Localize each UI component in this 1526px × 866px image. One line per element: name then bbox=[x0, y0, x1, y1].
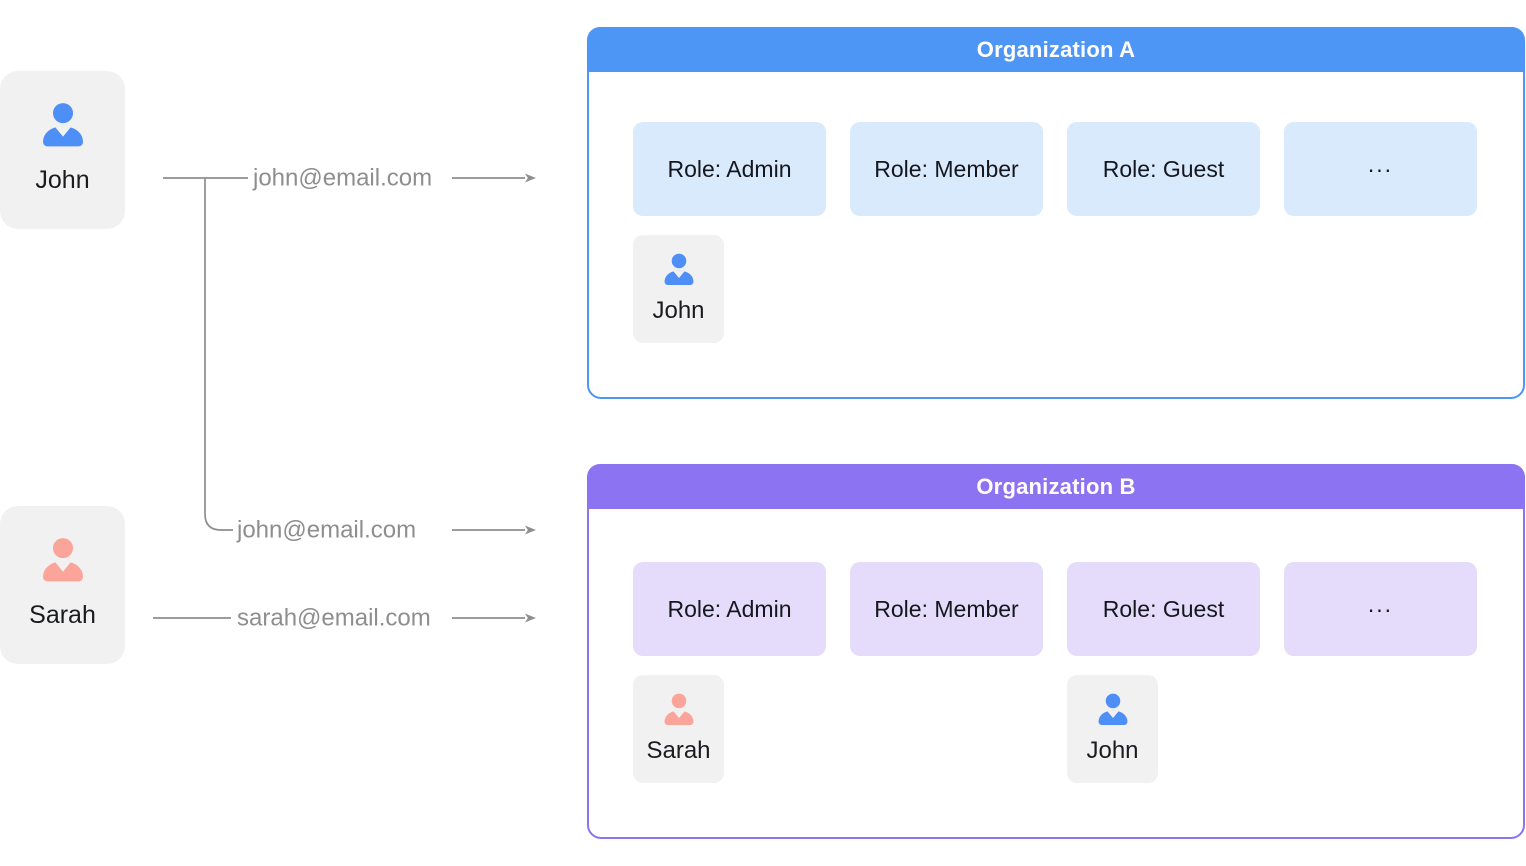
org-a-panel: Organization A Role: Admin Role: Member … bbox=[587, 27, 1525, 399]
role-chip-member: Role: Member bbox=[850, 122, 1043, 216]
person-icon bbox=[1098, 693, 1127, 725]
person-icon bbox=[42, 103, 83, 147]
member-name: John bbox=[652, 297, 705, 324]
member-name: Sarah bbox=[646, 737, 711, 764]
org-a-header: Organization A bbox=[587, 27, 1525, 72]
role-chip-guest: Role: Guest bbox=[1067, 122, 1260, 216]
user-name: Sarah bbox=[29, 601, 96, 629]
person-icon bbox=[664, 693, 693, 725]
role-chip-member: Role: Member bbox=[850, 562, 1043, 656]
user-card-sarah: Sarah bbox=[0, 506, 125, 664]
role-chip-guest: Role: Guest bbox=[1067, 562, 1260, 656]
email-label-john-to-org-a: john@email.com bbox=[253, 164, 433, 192]
org-b-header: Organization B bbox=[587, 464, 1525, 509]
member-card-sarah: Sarah bbox=[633, 675, 724, 783]
member-card-john: John bbox=[1067, 675, 1158, 783]
role-chip-admin: Role: Admin bbox=[633, 122, 826, 216]
email-label-sarah-to-org-b: sarah@email.com bbox=[237, 604, 431, 632]
role-chip-admin: Role: Admin bbox=[633, 562, 826, 656]
email-label-john-to-org-b: john@email.com bbox=[237, 516, 417, 544]
person-icon bbox=[664, 253, 693, 285]
org-b-roles-row: Role: Admin Role: Member Role: Guest ... bbox=[633, 562, 1477, 656]
user-name: John bbox=[35, 166, 90, 194]
user-card-john: John bbox=[0, 71, 125, 229]
role-chip-more: ... bbox=[1284, 122, 1477, 216]
john-branch-line bbox=[204, 178, 233, 531]
person-icon bbox=[42, 538, 83, 582]
org-b-panel: Organization B Role: Admin Role: Member … bbox=[587, 464, 1525, 839]
org-a-roles-row: Role: Admin Role: Member Role: Guest ... bbox=[633, 122, 1477, 216]
member-name: John bbox=[1086, 737, 1139, 764]
role-chip-more: ... bbox=[1284, 562, 1477, 656]
member-card-john: John bbox=[633, 235, 724, 343]
